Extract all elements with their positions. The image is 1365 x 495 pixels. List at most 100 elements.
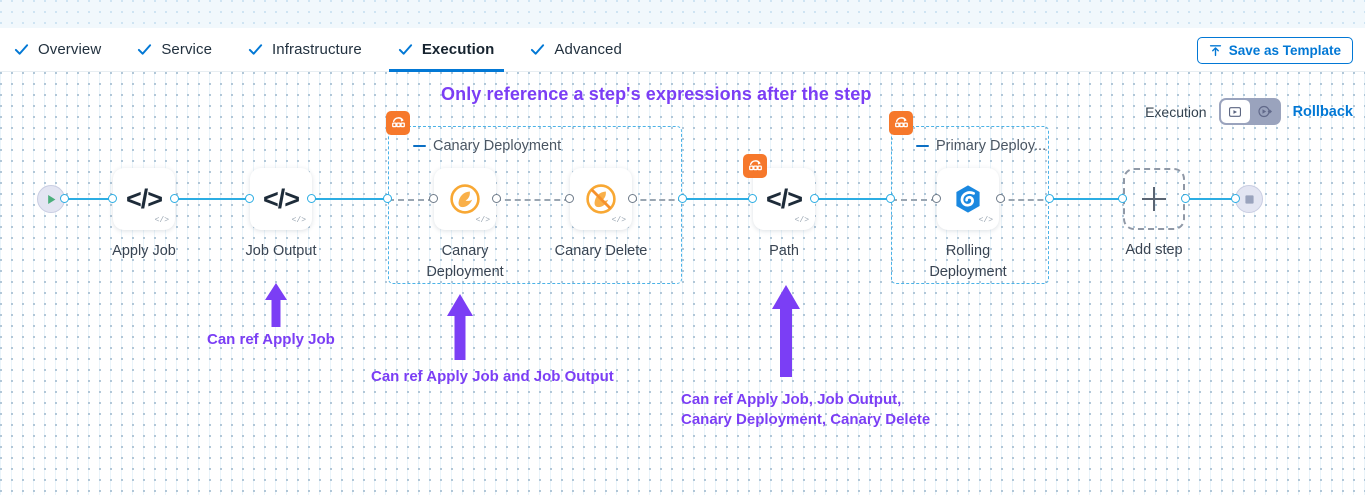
node-path[interactable]: </> </> [743,154,815,230]
step-group-icon [386,111,410,135]
add-step-button[interactable] [1123,168,1185,230]
canary-bird-icon [450,184,480,214]
code-badge-icon: </> [291,216,306,225]
node-canary-delete[interactable]: </> [570,168,632,230]
tab-label: Advanced [554,41,622,58]
node-apply-job[interactable]: </> </> [113,168,175,230]
connector-dot[interactable] [383,194,392,203]
connector-dot[interactable] [60,194,69,203]
annotation-arrow-2 [447,294,473,360]
connector-dot[interactable] [245,194,254,203]
connector-applyjob-joboutput [168,198,261,200]
minus-icon[interactable] [413,144,426,148]
code-icon: </> [765,183,803,214]
connector-dot[interactable] [1181,194,1190,203]
check-icon [138,44,152,55]
rollback-link[interactable]: Rollback [1292,103,1353,120]
code-badge-icon: </> [154,216,169,225]
save-as-template-label: Save as Template [1228,43,1341,58]
pipeline-canvas[interactable] [0,72,1365,495]
code-badge-icon: </> [794,216,809,225]
connector-primarygroup-addstep [1047,198,1127,200]
connector-group-rolling [891,199,947,201]
group-title-label: Canary Deployment [433,138,562,154]
connector-addstep-end [1185,198,1251,200]
canary-delete-icon [586,184,616,214]
code-icon: </> [262,183,300,214]
rollback-view-icon [1257,105,1272,118]
check-icon [248,44,263,55]
toggle-rollback-view-button[interactable] [1250,100,1279,123]
connector-dot[interactable] [565,194,574,203]
connector-canarydeploy-canarydelete [495,199,580,201]
tab-label: Service [161,41,213,58]
stop-icon [1244,194,1254,204]
connector-dot[interactable] [748,194,757,203]
connector-joboutput-canarygroup [310,198,390,200]
headline-note: Only reference a step's expressions afte… [441,84,872,104]
node-job-output[interactable]: </> </> [250,168,312,230]
add-step-label: Add step [1125,242,1183,258]
node-label-rolling-deployment: Rolling Deployment [929,243,1007,280]
tab-label: Overview [38,41,102,58]
connector-dot[interactable] [1231,194,1240,203]
group-header-primary[interactable]: Primary Deploy... [916,138,1046,154]
node-label-canary-deployment: Canary Deployment [426,243,504,280]
connector-dot[interactable] [628,194,637,203]
connector-dot[interactable] [170,194,179,203]
code-badge-icon: </> [978,216,993,225]
connector-dot[interactable] [932,194,941,203]
connector-group-canarydeploy [388,199,444,201]
tab-execution[interactable]: Execution [388,28,504,72]
tab-overview[interactable]: Overview [14,28,101,72]
check-icon [531,44,545,55]
execution-rollback-toggle[interactable] [1218,98,1281,125]
code-icon: </> [125,183,163,214]
group-canary-deployment[interactable]: Canary Deployment [386,111,682,284]
connector-dot[interactable] [429,194,438,203]
annotation-text-1: Can ref Apply Job [207,331,335,348]
check-icon [398,44,412,55]
plus-icon [1152,187,1156,211]
annotation-arrow-3 [772,285,800,377]
group-primary-deployment[interactable]: Primary Deploy... [889,111,1049,284]
tab-infrastructure[interactable]: Infrastructure [248,28,362,72]
upload-template-icon [1209,45,1221,57]
tab-advanced[interactable]: Advanced [530,28,622,72]
step-group-icon [743,154,767,178]
group-header-canary[interactable]: Canary Deployment [413,138,561,154]
annotation-arrow-1 [265,283,287,327]
connector-path-primarygroup [812,198,894,200]
save-as-template-button[interactable]: Save as Template [1196,37,1353,64]
connector-start-applyjob [64,198,119,200]
node-label-canary-delete: Canary Delete [554,243,648,259]
execution-view-icon [1229,106,1242,117]
connector-dot[interactable] [1118,194,1127,203]
rolling-deployment-icon [956,185,980,213]
toggle-execution-view-button[interactable] [1220,100,1250,123]
connector-dot[interactable] [1045,194,1054,203]
connector-rolling-groupend [999,199,1053,201]
minus-icon[interactable] [916,144,929,148]
annotation-text-3: Can ref Apply Job, Job Output, Canary De… [681,391,931,428]
code-badge-icon: </> [611,216,626,225]
play-icon [47,194,55,204]
tab-service[interactable]: Service [137,28,212,72]
annotation-text-2: Can ref Apply Job and Job Output [371,368,614,385]
connector-dot[interactable] [886,194,895,203]
tab-label: Execution [421,41,495,58]
connector-dot[interactable] [996,194,1005,203]
node-rolling-deployment[interactable]: </> [937,168,999,230]
connector-dot[interactable] [307,194,316,203]
tab-label: Infrastructure [272,41,362,58]
wizard-tabbar: Overview Service Infrastructure Executio… [0,28,1365,72]
connector-canarydelete-groupend [631,199,684,201]
connector-dot[interactable] [108,194,117,203]
node-label-path: Path [769,243,799,259]
connector-dot[interactable] [810,194,819,203]
check-icon [14,44,29,55]
connector-dot[interactable] [492,194,501,203]
node-canary-deployment[interactable]: </> [434,168,496,230]
connector-dot[interactable] [678,194,687,203]
